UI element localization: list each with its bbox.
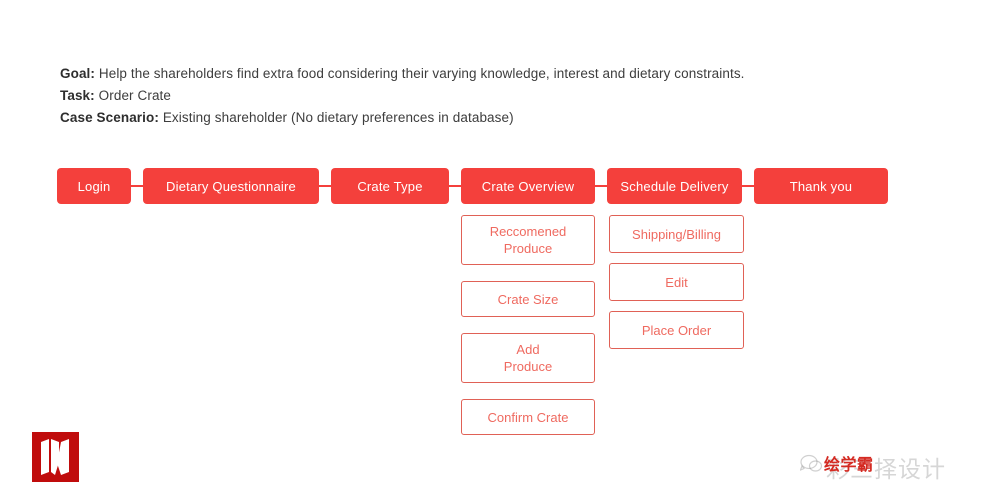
brief-text-task: Order Crate: [98, 88, 172, 103]
brief-colon: :: [90, 66, 96, 81]
flow-connector: [595, 185, 607, 187]
substep-shipping-billing[interactable]: Shipping/Billing: [609, 215, 744, 253]
substep-add-produce[interactable]: Add Produce: [461, 333, 595, 383]
flow-node-login[interactable]: Login: [57, 168, 131, 204]
substep-edit[interactable]: Edit: [609, 263, 744, 301]
flow-node-crate-type[interactable]: Crate Type: [331, 168, 449, 204]
brief-label-goal: Goal: [60, 66, 91, 81]
watermark-ghost-text: 彩三择设计: [826, 457, 946, 483]
brief-colon: :: [154, 110, 159, 125]
flow-node-dietary-questionnaire[interactable]: Dietary Questionnaire: [143, 168, 319, 204]
brief-label-case-scenario: Case Scenario: [60, 110, 155, 125]
flow-connector: [319, 185, 331, 187]
w-logo: [32, 432, 79, 482]
flow-connector: [131, 185, 143, 187]
substep-confirm-crate[interactable]: Confirm Crate: [461, 399, 595, 435]
flow-node-thank-you[interactable]: Thank you: [754, 168, 888, 204]
brief-line-case-scenario: Case Scenario: Existing shareholder (No …: [60, 107, 890, 129]
brief-line-goal: Goal: Help the shareholders find extra f…: [60, 63, 890, 85]
brief-text-goal: Help the shareholders find extra food co…: [98, 66, 745, 81]
watermark: 彩三择设计 绘学霸: [800, 448, 985, 483]
flow-row: Login Dietary Questionnaire Crate Type Crat…: [57, 168, 888, 204]
brief-colon: :: [90, 88, 95, 103]
brief-line-task: Task: Order Crate: [60, 85, 890, 107]
brief-block: Goal: Help the shareholders find extra f…: [60, 63, 890, 129]
flow-connector: [449, 185, 461, 187]
brief-label-task: Task: [60, 88, 91, 103]
brief-text-case-scenario: Existing shareholder (No dietary prefere…: [162, 110, 514, 125]
wechat-icon: [800, 454, 822, 472]
watermark-red-text: 绘学霸: [824, 455, 874, 474]
flow-connector: [742, 185, 754, 187]
w-logo-icon: [41, 439, 69, 475]
substep-crate-size[interactable]: Crate Size: [461, 281, 595, 317]
flow-node-crate-overview[interactable]: Crate Overview: [461, 168, 595, 204]
substep-place-order[interactable]: Place Order: [609, 311, 744, 349]
substep-reccomened-produce[interactable]: Reccomened Produce: [461, 215, 595, 265]
flow-node-schedule-delivery[interactable]: Schedule Delivery: [607, 168, 742, 204]
